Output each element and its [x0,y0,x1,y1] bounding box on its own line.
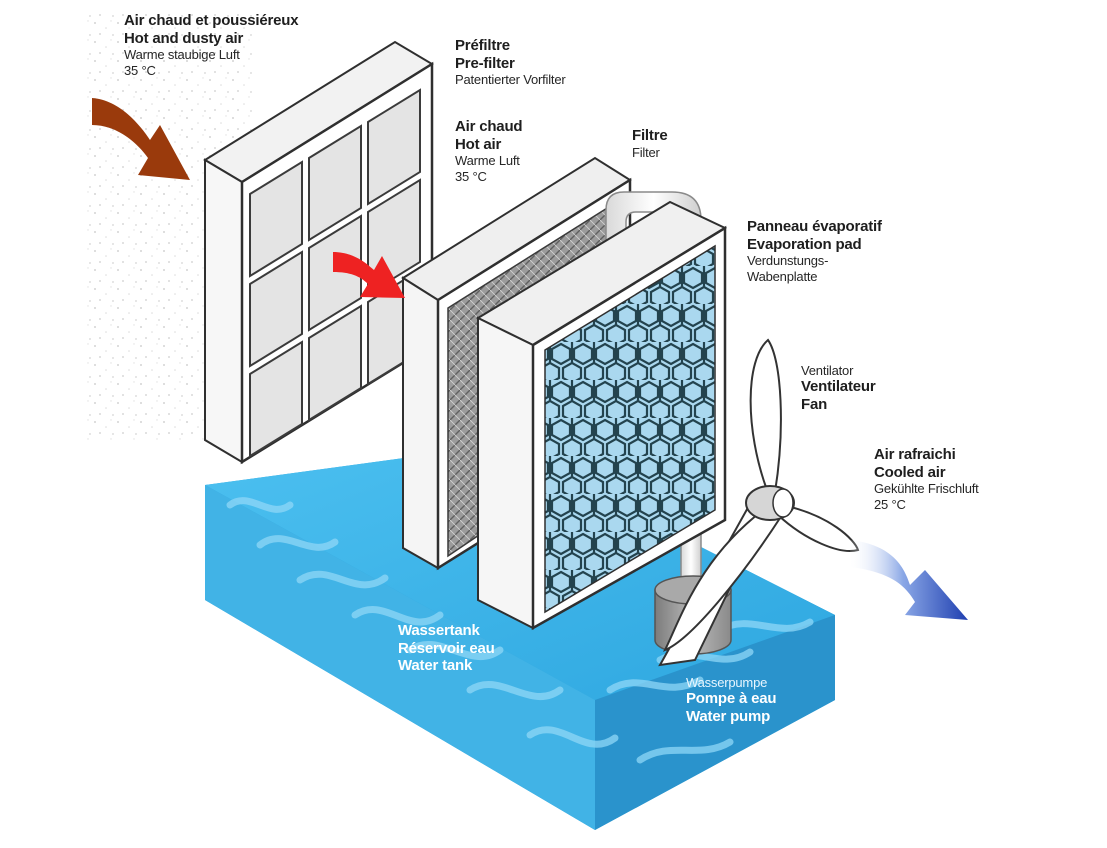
tank-label-de: Wassertank [398,622,480,639]
hot-air-label-de: Warme Luft [455,153,520,169]
intake-label-de: Warme staubige Luft [124,47,240,63]
tank-label-fr: Réservoir eau [398,639,495,657]
cooled-air-label-de: Gekühlte Frischluft [874,481,979,497]
prefilter-label-en: Pre-filter [455,54,515,72]
tank-label: Wassertank Réservoir eau Water tank [398,622,495,675]
filter-label: Filtre Filter [632,127,668,160]
cooled-air-label-fr: Air rafraichi [874,446,956,463]
pad-label-en: Evaporation pad [747,235,862,253]
fan-label: Ventilator Ventilateur Fan [801,363,876,414]
pad-label-de-1: Verdunstungs- [747,253,829,269]
fan [658,338,860,667]
pump-label: Wasserpumpe Pompe à eau Water pump [686,675,777,726]
pad-label: Panneau évaporatif Evaporation pad Verdu… [747,218,882,284]
fan-label-fr: Ventilateur [801,378,876,396]
fan-label-en: Fan [801,396,828,414]
hot-air-temperature: 35 °C [455,168,487,184]
hot-air-label-fr: Air chaud [455,118,523,135]
hot-air-label: Air chaud Hot air Warme Luft 35 °C [455,118,523,184]
pump-label-de: Wasserpumpe [686,675,768,690]
cooled-air-arrow [850,540,968,620]
pad-label-de-2: Wabenplatte [747,268,818,284]
prefilter-label: Préfiltre Pre-filter Patentierter Vorfil… [455,37,566,88]
intake-label-fr: Air chaud et poussiéreux [124,12,299,29]
evaporation-pad [475,200,728,631]
hot-air-label-en: Hot air [455,135,502,153]
hot-dusty-air-arrow [92,98,190,180]
cooled-air-label: Air rafraichi Cooled air Gekühlte Frisch… [874,446,979,512]
intake-label: Air chaud et poussiéreux Hot and dusty a… [124,12,299,78]
pump-label-en: Water pump [686,708,771,726]
fan-label-de: Ventilator [801,363,854,378]
prefilter-label-fr: Préfiltre [455,37,510,54]
tank-label-en: Water tank [398,657,473,675]
pump-label-fr: Pompe à eau [686,690,777,708]
prefilter-label-de: Patentierter Vorfilter [455,72,566,88]
pad-label-fr: Panneau évaporatif [747,218,882,235]
intake-temperature: 35 °C [124,62,156,78]
filter-label-en: Filter [632,144,660,160]
hot-air-arrow [333,252,405,298]
cooled-air-label-en: Cooled air [874,463,946,481]
cooled-air-temperature: 25 °C [874,496,906,512]
filter-label-fr: Filtre [632,127,668,144]
intake-label-en: Hot and dusty air [124,29,244,47]
